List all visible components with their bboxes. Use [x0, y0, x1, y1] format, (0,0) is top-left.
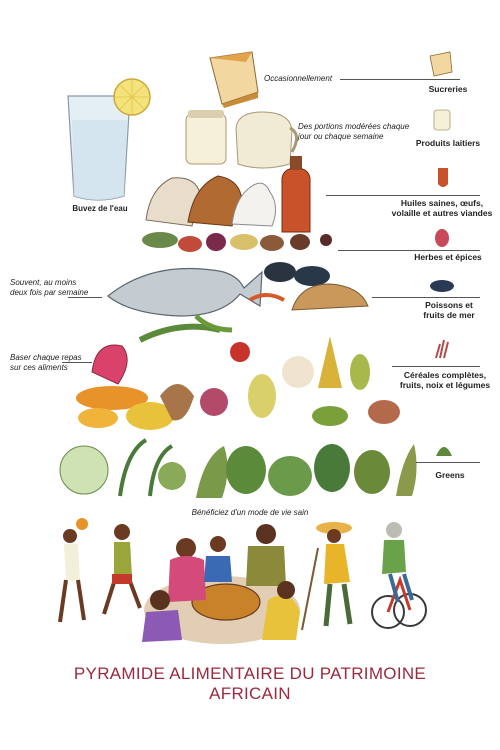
herbs-spices-row — [142, 232, 332, 252]
legend-line-grains — [392, 366, 480, 367]
seafood-tier — [107, 262, 369, 317]
legend-huiles: Huiles saines, œufs, volaille et autres … — [391, 198, 493, 218]
dairy-tier — [185, 110, 298, 169]
legend-greens: Greens — [435, 470, 465, 480]
often-line — [68, 297, 102, 298]
cake-slice-icon — [209, 51, 259, 108]
title-line-2: AFRICAIN — [209, 684, 291, 703]
protein-tier — [145, 156, 311, 233]
lifestyle-label: Bénéficiez d'un mode de vie sain — [191, 508, 309, 517]
legend-produits-laitiers: Produits laitiers — [415, 138, 481, 148]
legend-herbes: Herbes et épices — [414, 252, 482, 262]
grains-fruits-vegetables-tier — [76, 314, 400, 430]
legend-cereales: Céréales complètes, fruits, noix et légu… — [399, 370, 491, 390]
water-glass-icon — [67, 78, 151, 201]
water-label: Buvez de l'eau — [72, 204, 128, 213]
base-line — [62, 362, 92, 363]
lifestyle-scene — [58, 518, 427, 644]
legend-icons — [429, 51, 454, 456]
title-line-1: PYRAMIDE ALIMENTAIRE DU PATRIMOINE — [73, 664, 427, 683]
occasionally-label: Occasionnellement — [264, 74, 333, 83]
base-label: Baser chaque repas sur ces aliments — [10, 353, 82, 372]
legend-sucreries: Sucreries — [428, 84, 468, 94]
moderate-label: Des portions modérées chaque jour ou cha… — [298, 122, 410, 141]
legend-line-greens — [416, 462, 480, 463]
legend-line-herbs — [338, 250, 480, 251]
often-label: Souvent, au moins deux fois par semaine — [10, 278, 89, 297]
occasionally-line — [340, 79, 460, 80]
legend-line-oils — [326, 195, 480, 196]
legend-poissons: Poissons et fruits de mer — [423, 300, 475, 320]
greens-row — [59, 438, 417, 498]
legend-line-fish — [372, 297, 480, 298]
